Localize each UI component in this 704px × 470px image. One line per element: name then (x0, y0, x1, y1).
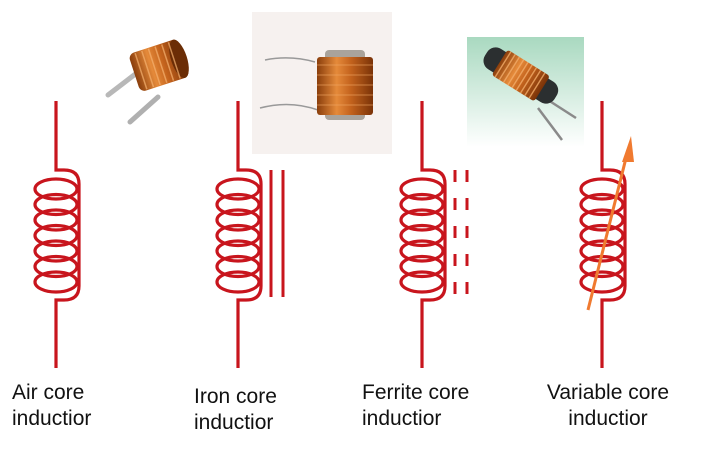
coil-loop (215, 208, 261, 232)
coil-loop (579, 177, 625, 201)
coil-loop (33, 270, 79, 294)
ferrite-core-inductor-photo (467, 37, 584, 147)
coil-loop (33, 254, 79, 279)
label-air-core-line2: inductior (12, 407, 92, 430)
coil-loop (399, 223, 445, 248)
label-iron-core-line1: Iron core (194, 385, 277, 408)
inductor-symbol-air (33, 101, 81, 368)
coil-loop (399, 208, 445, 232)
top-lead (600, 101, 627, 185)
coil-loop (215, 223, 261, 248)
label-variable-core-line1: Variable core (546, 381, 670, 404)
coil-loop (579, 208, 625, 232)
coil-loop (399, 192, 445, 217)
coil-loop (579, 239, 625, 263)
label-iron-core: Iron core inductior (194, 384, 277, 436)
label-variable-core-line2: inductior (568, 407, 648, 430)
coil-loop (399, 254, 445, 279)
coil-loop (215, 177, 261, 201)
coil-loop (33, 208, 79, 232)
label-ferrite-core-line1: Ferrite core (362, 381, 470, 404)
coil-loop (399, 270, 445, 294)
coil-loop (579, 270, 625, 294)
coil-loop (215, 270, 261, 294)
top-lead (420, 101, 447, 185)
coil-loop (215, 254, 261, 279)
coil-loop (399, 177, 445, 201)
top-lead (236, 101, 263, 185)
coil-loop (33, 223, 79, 248)
bottom-lead (600, 285, 627, 368)
label-air-core: Air core inductior (12, 380, 91, 432)
coil-loop (399, 239, 445, 263)
coil-loop (33, 177, 79, 201)
coil-loop (215, 239, 261, 263)
variable-arrow-head (622, 136, 634, 162)
coil-loop (579, 192, 625, 217)
coil-loop (579, 223, 625, 248)
label-variable-core: Variable core inductior (538, 380, 678, 432)
bottom-lead (420, 285, 447, 368)
air-core-inductor-photo (105, 39, 189, 125)
inductor-symbol-iron (215, 101, 285, 368)
top-lead (54, 101, 81, 185)
label-ferrite-core: Ferrite core inductior (362, 380, 469, 432)
label-air-core-line1: Air core (12, 381, 85, 404)
label-iron-core-line2: inductior (194, 411, 274, 434)
inductor-symbol-variable (579, 101, 634, 368)
inductor-symbol-ferrite (399, 101, 469, 368)
coil-loop (33, 239, 79, 263)
label-ferrite-core-line2: inductior (362, 407, 442, 430)
coil-loop (215, 192, 261, 217)
variable-arrow-shaft (586, 149, 630, 311)
bottom-lead (54, 285, 81, 368)
bottom-lead (236, 285, 263, 368)
iron-core-inductor-photo (252, 12, 392, 154)
coil-loop (33, 192, 79, 217)
